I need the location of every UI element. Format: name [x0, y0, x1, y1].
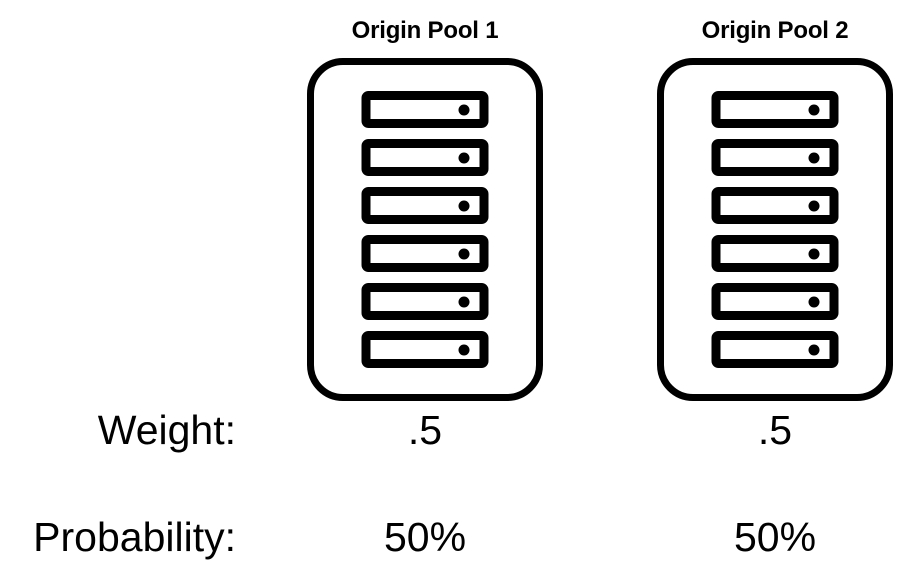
server-icon — [711, 139, 839, 176]
status-led-icon — [458, 200, 470, 211]
weight-value-pool-2: .5 — [757, 407, 793, 453]
status-led-icon — [808, 104, 820, 115]
status-led-icon — [808, 296, 820, 307]
status-led-icon — [458, 296, 470, 307]
server-icon — [711, 91, 839, 128]
probability-value-pool-2: 50% — [733, 514, 817, 560]
status-led-icon — [808, 248, 820, 259]
weight-value-pool-1: .5 — [407, 407, 443, 453]
server-icon — [711, 235, 839, 272]
origin-pool-title-1: Origin Pool 1 — [351, 17, 499, 44]
server-icon — [711, 187, 839, 224]
server-stack-2 — [711, 91, 839, 368]
status-led-icon — [458, 344, 470, 355]
probability-row: Probability: 50% 50% — [0, 512, 910, 562]
server-icon — [361, 235, 489, 272]
status-led-icon — [458, 152, 470, 163]
server-icon — [711, 331, 839, 368]
status-led-icon — [458, 104, 470, 115]
status-led-icon — [808, 200, 820, 211]
weight-label: Weight: — [97, 407, 236, 453]
weight-row: Weight: .5 .5 — [0, 405, 910, 455]
origin-pool-title-2: Origin Pool 2 — [701, 17, 849, 44]
probability-label: Probability: — [33, 514, 236, 560]
server-icon — [361, 139, 489, 176]
server-icon — [361, 283, 489, 320]
server-icon — [361, 187, 489, 224]
status-led-icon — [458, 248, 470, 259]
origin-pool-container-2 — [657, 58, 893, 401]
server-stack-1 — [361, 91, 489, 368]
status-led-icon — [808, 344, 820, 355]
origin-pool-container-1 — [307, 58, 543, 401]
status-led-icon — [808, 152, 820, 163]
server-icon — [361, 91, 489, 128]
probability-value-pool-1: 50% — [383, 514, 467, 560]
server-icon — [361, 331, 489, 368]
server-icon — [711, 283, 839, 320]
